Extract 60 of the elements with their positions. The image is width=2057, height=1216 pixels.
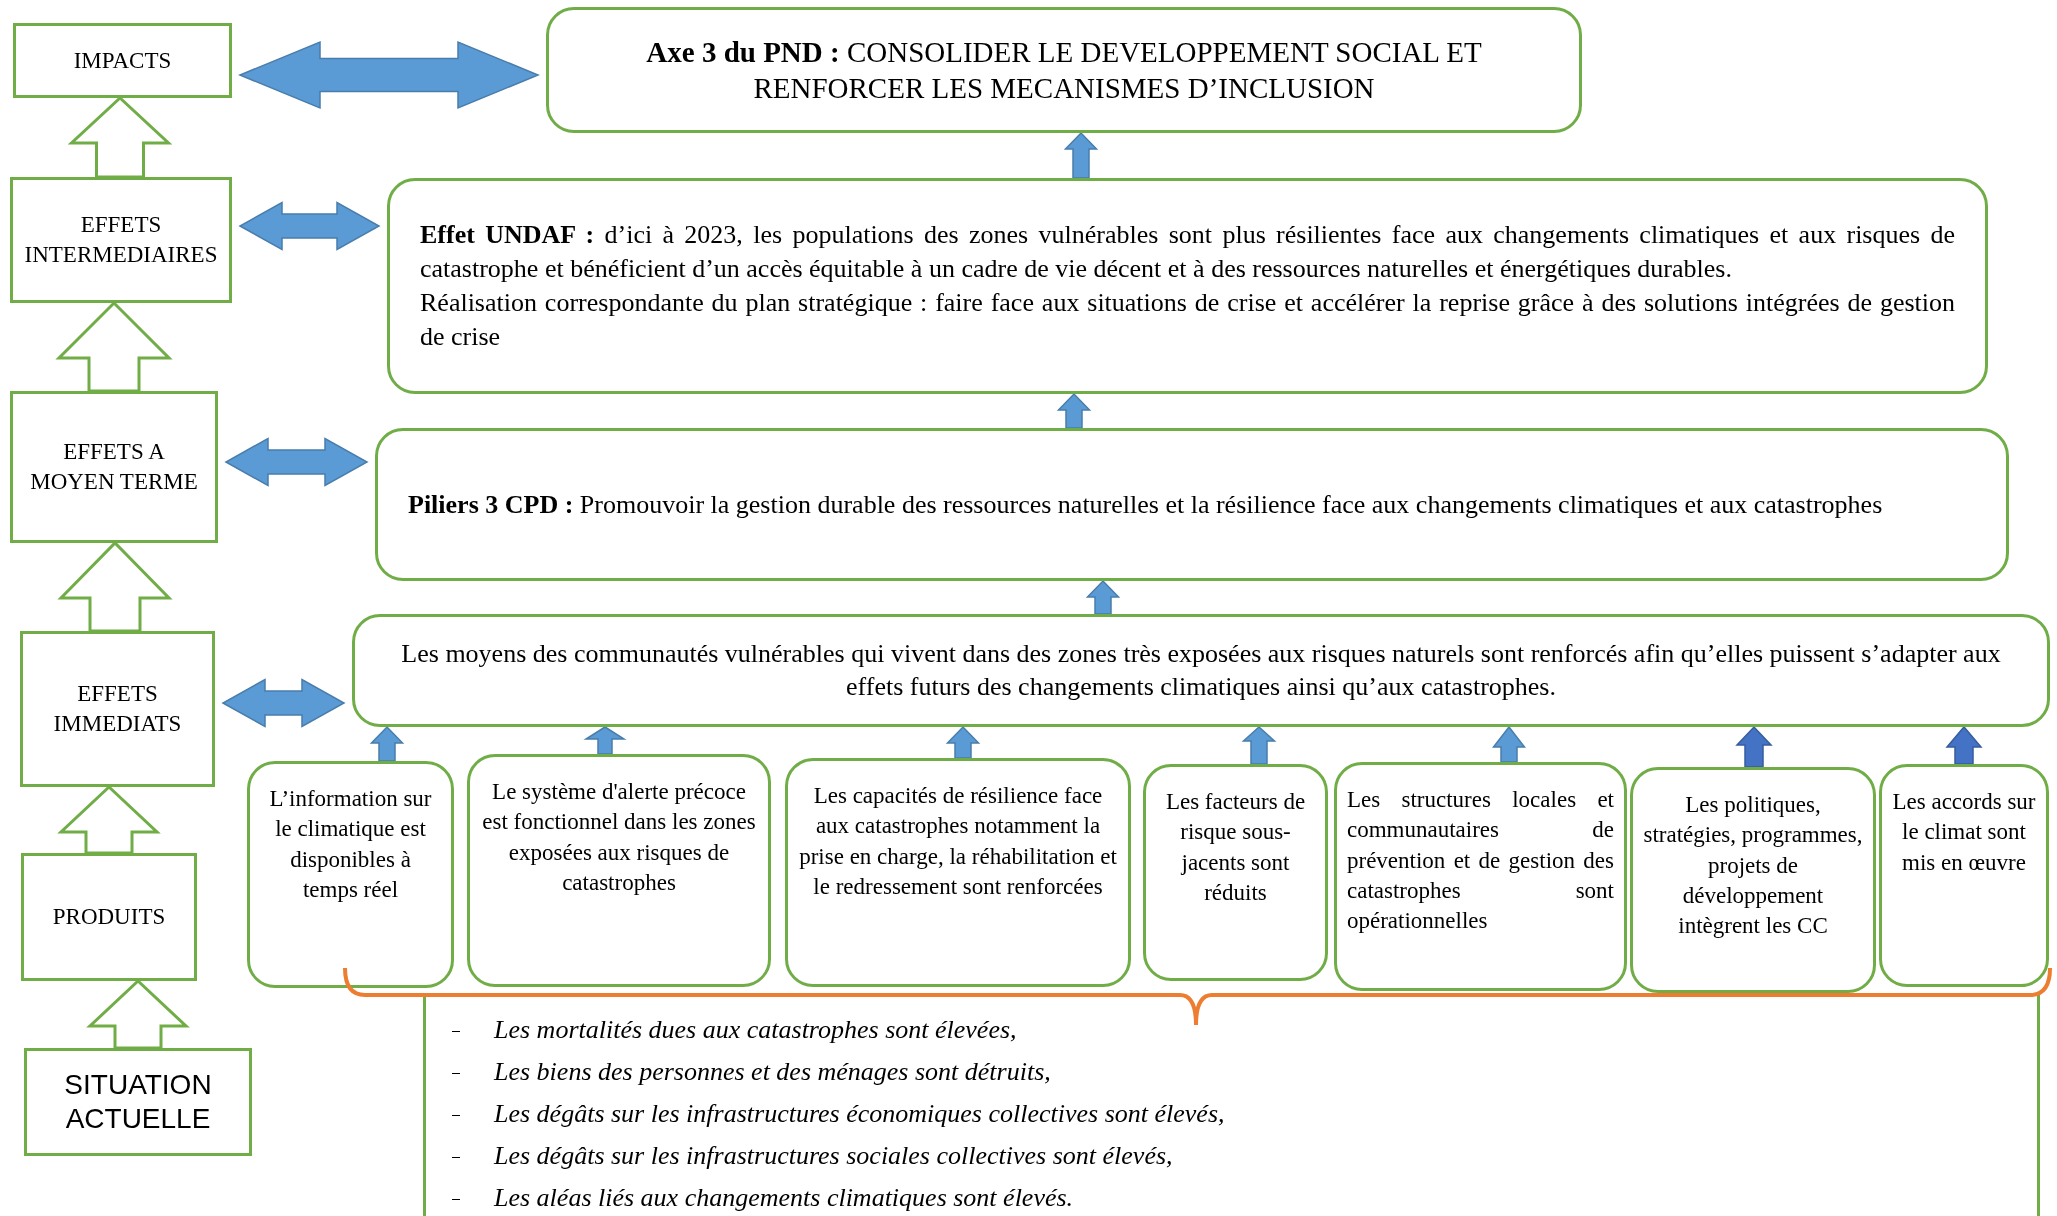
box-text: Le système d'alerte précoce est fonctionnel dans les zones exposées aux risques de catastrophes: [481, 778, 757, 898]
box-text: Les accords sur le climat sont mis en œuvre: [1892, 788, 2036, 877]
hollow-block-arrow: [57, 540, 173, 633]
block-arrow: [583, 726, 627, 755]
hollow-block-arrow: [86, 978, 190, 1050]
block-arrow: [1491, 725, 1527, 763]
statement-box: [1879, 764, 2049, 987]
statement-text: Effet UNDAF : d’ici à 2023, les populations des zones vulnérables sont plus résilientes face aux changements climatiques et aux risques de catastrophe et bénéficient d’un accès équitable à un cadre de vie décent et à des ressources naturelles et énergétiques durables.: [420, 219, 1955, 286]
block-arrow: [1945, 725, 1983, 765]
level-box: [10, 177, 232, 303]
block-arrow: [1735, 725, 1773, 768]
box-text: Les structures locales et communautaires de prévention et de gestion des catastrophes sont opérationnelles: [1347, 786, 1614, 936]
block-arrow: [224, 437, 369, 487]
block-arrow: [1056, 392, 1092, 429]
box-text: SITUATION ACTUELLE: [63, 1068, 213, 1136]
level-box: [13, 23, 232, 98]
box-text: Les capacités de résilience face aux catastrophes notamment la prise en charge, la réhabilitation et le redressement sont renforcées: [798, 782, 1118, 902]
list-item: Les dégâts sur les infrastructures sociales collectives sont élevés,: [450, 1135, 2037, 1177]
block-arrow: [1241, 726, 1277, 765]
list-item: Les mortalités dues aux catastrophes sont élevées,: [450, 1009, 2037, 1051]
block-arrow: [369, 725, 405, 762]
statement-box: [467, 754, 771, 987]
level-box: [24, 1048, 252, 1156]
box-text: Axe 3 du PND : CONSOLIDER LE DEVELOPPEMENT SOCIAL ET RENFORCER LES MECANISMES D’INCLUSION: [645, 34, 1483, 106]
level-box: [20, 631, 215, 787]
box-text: Les facteurs de risque sous-jacents sont réduits: [1164, 788, 1307, 908]
statement-box: [375, 428, 2009, 581]
statement-box: [546, 7, 1582, 133]
statement-box: [1334, 762, 1627, 991]
statement-box: [387, 178, 1988, 394]
box-text: Les politiques, stratégies, programmes, projets de développement intègrent les CC: [1643, 791, 1863, 941]
statement-box: [1143, 764, 1328, 981]
hollow-block-arrow: [57, 784, 161, 855]
block-arrow: [1085, 579, 1121, 615]
box-text: L’information sur le climatique est disponibles à temps réel: [268, 785, 433, 905]
box-text: EFFETS A MOYEN TERME: [29, 438, 199, 496]
box-text: IMPACTS: [73, 46, 172, 75]
block-arrow: [221, 678, 346, 728]
level-box: [21, 853, 197, 981]
statement-box: [1630, 767, 1876, 993]
box-text: Réalisation correspondante du plan stratégique : faire face aux situations de crise et accélérer la reprise grâce à des solutions intégrées de gestion de crise: [420, 287, 1955, 353]
level-box: [10, 391, 218, 543]
hollow-block-arrow: [67, 95, 173, 179]
statement-box: [247, 761, 454, 988]
box-text: EFFETS IMMEDIATS: [52, 680, 183, 738]
block-arrow: [1063, 131, 1099, 179]
list-box: [423, 995, 2040, 1216]
block-arrow: [945, 725, 981, 759]
list-item: Les dégâts sur les infrastructures économiques collectives sont élevés,: [450, 1093, 2037, 1135]
statement-box: [352, 614, 2050, 727]
box-text: PRODUITS: [52, 903, 166, 932]
statement-box: [785, 758, 1131, 987]
box-text: Piliers 3 CPD : Promouvoir la gestion durable des ressources naturelles et la résilience face aux changements climatiques et aux catastrophes: [408, 488, 1884, 521]
block-arrow: [238, 40, 540, 110]
list-item: Les aléas liés aux changements climatiques sont élevés.: [450, 1177, 2037, 1216]
hollow-block-arrow: [55, 300, 173, 393]
box-text: EFFETS INTERMEDIAIRES: [23, 211, 219, 269]
list-item: Les biens des personnes et des ménages sont détruits,: [450, 1051, 2037, 1093]
box-text: Les moyens des communautés vulnérables qui vivent dans des zones très exposées aux risques naturels sont renforcés afin qu’elles puissent s’adapter aux effets futurs des changements climatiques ainsi qu’aux catastrophes.: [400, 638, 2002, 703]
block-arrow: [238, 201, 381, 251]
